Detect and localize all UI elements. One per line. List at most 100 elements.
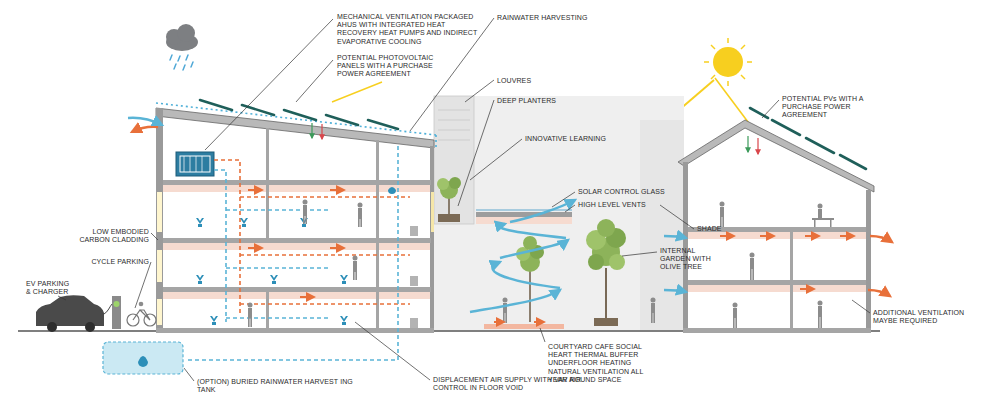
left-building-part-part xyxy=(358,203,363,208)
left-building-part xyxy=(156,103,436,135)
right-building-part-part xyxy=(805,235,819,237)
right-building-part xyxy=(683,328,871,333)
left-building-part-part xyxy=(157,250,162,282)
left-building-part-part xyxy=(226,317,330,319)
right-building-part-part xyxy=(820,317,822,328)
left-building-part-part xyxy=(284,110,316,120)
sun-part-part xyxy=(711,75,715,79)
callout-label: SHADE xyxy=(697,225,737,233)
callout-label: MECHANICAL VENTILATION PACKAGED AHUS WIT… xyxy=(337,13,479,46)
courtyard-trees-part xyxy=(609,254,625,270)
left-building-part-part xyxy=(157,192,162,232)
left-building-part-part xyxy=(340,316,348,325)
rain-cloud-part-part xyxy=(174,64,176,69)
leader-lines-part xyxy=(355,322,430,380)
courtyard-backdrop xyxy=(434,96,684,330)
courtyard-backdrop-part-part xyxy=(438,130,470,131)
callout-label: INTERNAL GARDEN WITH OLIVE TREE xyxy=(660,247,716,272)
courtyard-backdrop-part-part xyxy=(438,140,470,141)
right-building-part xyxy=(688,280,866,285)
courtyard-backdrop-part xyxy=(484,324,564,329)
left-building-part xyxy=(388,187,396,194)
leader-lines-part xyxy=(205,19,333,150)
left-building-part-part xyxy=(266,185,269,238)
right-building-part-part xyxy=(818,209,822,218)
left-building-part-part xyxy=(340,275,348,284)
left-building-part xyxy=(321,124,322,139)
left-building-part-part xyxy=(270,275,278,284)
street-items-part xyxy=(104,304,112,314)
courtyard-backdrop-part xyxy=(476,209,572,211)
sun-part xyxy=(332,82,382,102)
courtyard-trees-part-part xyxy=(510,200,575,222)
courtyard-trees-part xyxy=(494,321,544,323)
right-building-part xyxy=(868,290,890,296)
right-building-part xyxy=(688,232,866,239)
left-building-part xyxy=(196,218,348,325)
leader-lines-part xyxy=(540,328,545,342)
left-building-part-part xyxy=(202,156,203,172)
courtyard-trees-part xyxy=(437,178,449,190)
street-items-part xyxy=(112,296,121,329)
sun-part-part xyxy=(704,61,709,63)
left-building-part xyxy=(163,292,430,299)
left-building xyxy=(128,100,436,360)
leader-lines-part xyxy=(458,100,494,206)
left-building-part-part xyxy=(376,292,379,328)
callout-label: POTENTIAL PHOTOVOLTAIC PANELS WITH A PUR… xyxy=(337,54,445,79)
leader-lines-part xyxy=(58,296,66,300)
left-building-part xyxy=(158,112,432,331)
right-building-part-part xyxy=(800,288,814,290)
leader-lines xyxy=(58,18,870,381)
right-building-part-part xyxy=(818,306,822,317)
left-building-part-part xyxy=(360,219,362,227)
courtyard-trees-part-part xyxy=(651,298,656,303)
courtyard-trees-part-part xyxy=(500,240,568,258)
left-building-part-part xyxy=(240,218,248,227)
callout-label: DEEP PLANTERS xyxy=(497,97,577,105)
left-building-part-part xyxy=(376,185,379,238)
courtyard-trees-part xyxy=(597,219,615,237)
right-building-part xyxy=(720,236,854,289)
rain-cloud-part-part xyxy=(186,55,188,60)
callout-label: POTENTIAL PVs WITH A PURCHASE POWER AGRE… xyxy=(782,95,870,120)
courtyard-trees-part xyxy=(529,270,531,322)
street-items-part xyxy=(139,302,144,307)
street-items-part xyxy=(47,322,57,332)
left-building-part-part xyxy=(226,209,330,211)
sun-part-part xyxy=(741,75,745,79)
courtyard-trees-part xyxy=(449,177,461,189)
courtyard-trees-part xyxy=(594,318,618,326)
courtyard-backdrop-part xyxy=(476,212,572,217)
left-building-part-part xyxy=(226,267,330,269)
leader-lines-part xyxy=(135,262,151,308)
leader-lines-part xyxy=(552,192,575,207)
left-building-part-part xyxy=(410,226,418,236)
callout-label: CYCLE PARKING xyxy=(73,258,149,266)
right-building-part-part xyxy=(840,235,854,237)
left-building-part xyxy=(435,135,437,150)
left-building-part-part xyxy=(330,247,344,249)
rain-cloud-part-part xyxy=(183,65,185,70)
left-building-part xyxy=(410,226,418,328)
left-building-part-part xyxy=(240,254,410,256)
right-building xyxy=(664,108,892,333)
left-building-part-part xyxy=(303,205,307,216)
courtyard-trees-part xyxy=(523,236,537,250)
left-building-part xyxy=(163,238,431,243)
right-building-part-part xyxy=(750,258,754,269)
left-building-part-part xyxy=(355,272,357,280)
left-building-part-part xyxy=(248,308,252,318)
left-building-part-part xyxy=(266,292,269,328)
callout-label: HIGH LEVEL VENTS xyxy=(578,201,678,209)
left-building-part-part xyxy=(200,100,232,110)
street-items-part xyxy=(36,295,104,326)
left-building-part xyxy=(156,108,434,148)
left-building-part xyxy=(214,160,410,313)
right-building-part-part xyxy=(818,317,820,328)
rain-cloud xyxy=(166,24,198,70)
right-building-part-part xyxy=(760,235,774,237)
left-building-part-part xyxy=(210,316,218,325)
right-building-part-part xyxy=(812,218,834,220)
left-building-part xyxy=(132,127,158,132)
